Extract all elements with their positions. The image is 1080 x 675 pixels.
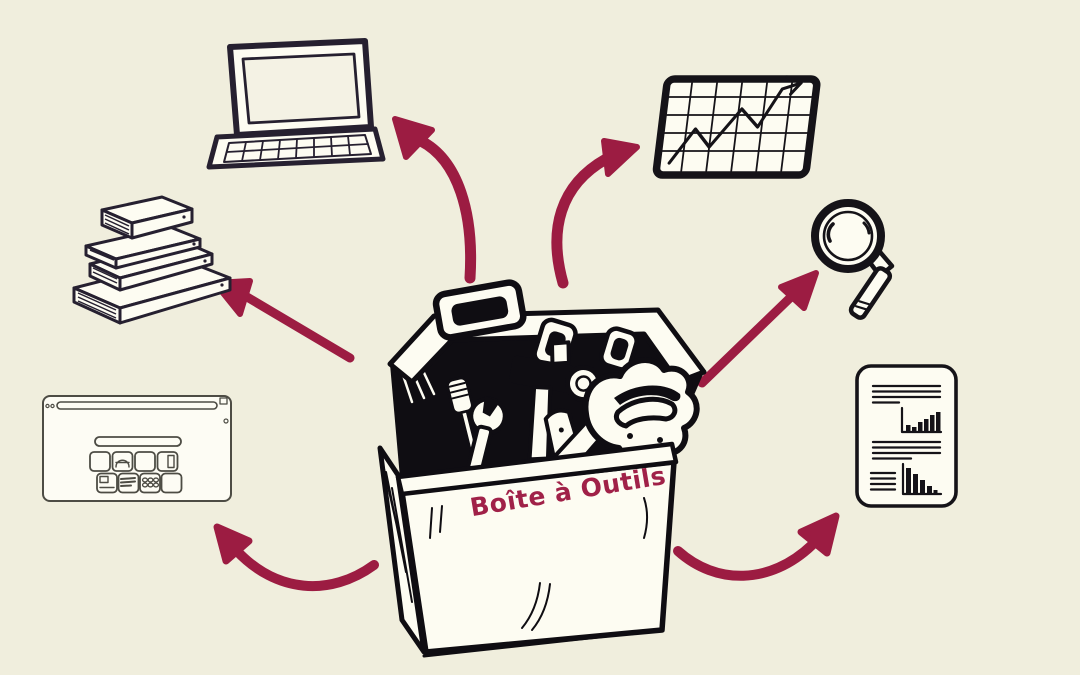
magnifying-glass-icon <box>811 199 895 320</box>
book-second <box>84 225 202 270</box>
laptop-icon <box>206 38 386 170</box>
books-stack-icon <box>72 195 232 325</box>
app-tiles <box>89 451 183 494</box>
book-top <box>100 195 194 240</box>
toolbox-rim <box>395 441 679 497</box>
search-bar <box>94 436 182 447</box>
toolbox-icon <box>377 279 707 658</box>
arrow-to-magnifier-icon <box>697 270 819 388</box>
arrow-to-laptop-icon <box>392 116 477 284</box>
text-lines-middle <box>871 440 942 460</box>
url-bar <box>56 401 218 410</box>
arrow-to-chart-board-icon <box>551 138 640 289</box>
arrow-to-web-panel-icon <box>213 523 379 592</box>
browser-window-icon <box>42 395 232 502</box>
text-lines-bottom <box>869 471 897 491</box>
ascending-bar-chart <box>900 406 943 434</box>
text-lines-top <box>871 384 942 404</box>
descending-bar-chart <box>901 462 943 496</box>
trend-line <box>667 75 803 165</box>
report-document-icon <box>855 364 958 508</box>
toolbox-handle <box>432 279 527 341</box>
line-chart-board-icon <box>652 75 821 179</box>
